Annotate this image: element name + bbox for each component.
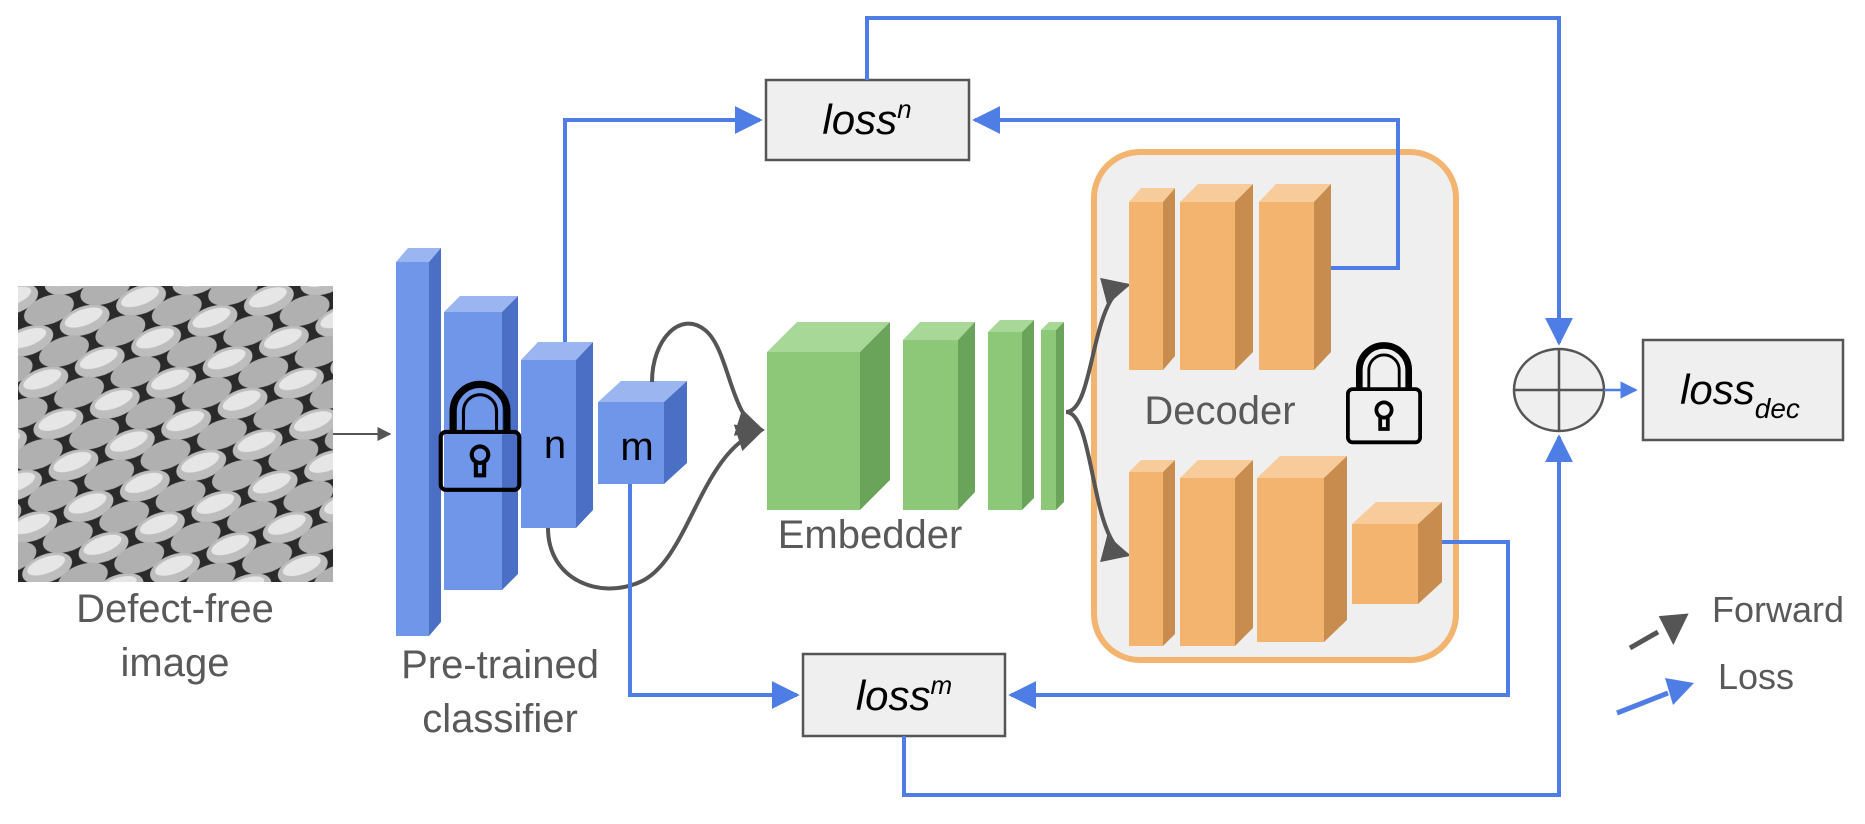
loss-n-box: lossn	[764, 78, 971, 162]
svg-text:lossm: lossm	[856, 670, 952, 719]
loss-arrow-decoder-bottom	[1008, 540, 1510, 709]
layer-n-label: n	[544, 423, 566, 467]
loss-arrow-decoder-top	[972, 106, 1400, 270]
loss-n-base: loss	[822, 96, 897, 143]
loss-m-box: lossm	[801, 652, 1007, 738]
embedder-label: Embedder	[778, 513, 963, 557]
loss-m-sup: m	[931, 670, 953, 700]
legend-forward-arrow	[1628, 629, 1660, 651]
loss-connections	[563, 16, 1638, 797]
loss-arrow-m-to-sum	[902, 434, 1573, 797]
loss-m-base: loss	[856, 672, 931, 719]
loss-dec-box: lossdec	[1641, 338, 1845, 442]
svg-text:lossdec: lossdec	[1680, 366, 1800, 424]
svg-text:lossn: lossn	[822, 94, 911, 143]
legend-loss-label: Loss	[1718, 656, 1794, 697]
layer-m-label: m	[620, 425, 653, 469]
loss-dec-sub: dec	[1755, 393, 1800, 424]
legend	[1616, 613, 1694, 716]
input-label-line1: Defect-free	[76, 587, 274, 631]
forward-arrow-to-decoder-top	[1065, 277, 1131, 414]
legend-forward-label: Forward	[1712, 589, 1844, 630]
loss-dec-base: loss	[1680, 366, 1755, 413]
classifier-label-line1: Pre-trained	[401, 643, 599, 687]
legend-loss-arrow	[1616, 690, 1669, 716]
input-image	[18, 286, 333, 582]
input-label-line2: image	[121, 641, 230, 685]
forward-arrow-m-to-embedder	[546, 424, 765, 591]
loss-arrow-n	[563, 106, 763, 342]
decoder-layers	[1129, 184, 1442, 646]
loss-arrow-m	[628, 484, 800, 709]
embedder-layers	[767, 320, 1064, 510]
classifier-layers	[396, 248, 687, 636]
circle-plus-icon	[1512, 347, 1606, 433]
classifier-label-line2: classifier	[422, 697, 578, 741]
forward-arrow-to-decoder-bottom	[1065, 410, 1131, 563]
loss-arrow-n-to-sum	[865, 16, 1573, 346]
loss-n-sup: n	[897, 94, 911, 124]
forward-arrow-n-to-embedder	[650, 321, 765, 436]
decoder-label: Decoder	[1144, 389, 1295, 433]
